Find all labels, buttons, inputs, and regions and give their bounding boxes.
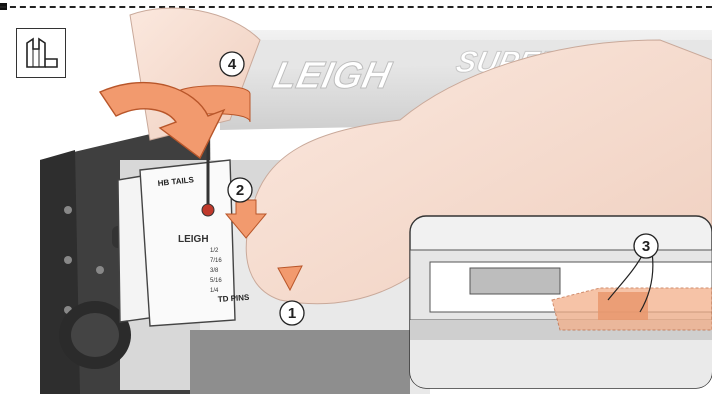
scale-logo: LEIGH [178, 234, 209, 245]
callout-1: 1 [280, 301, 304, 325]
callout-2: 2 [228, 178, 252, 202]
leigh-logo: LEIGH [269, 54, 395, 97]
callout-1-number: 1 [288, 305, 296, 322]
detail-inset [410, 216, 712, 390]
scale-tick-4: 5/16 [210, 278, 222, 284]
callout-4: 4 [220, 52, 244, 76]
scale-tick-5: 1/4 [210, 288, 219, 294]
scale-tick-3: 3/8 [210, 268, 219, 274]
callout-4-number: 4 [228, 56, 237, 73]
callout-3-number: 3 [642, 238, 650, 255]
callout-3: 3 [634, 234, 658, 258]
scale-tick-2: 7/16 [210, 258, 222, 264]
callout-2-number: 2 [236, 182, 244, 199]
scale-tick-1: 1/2 [210, 248, 219, 254]
